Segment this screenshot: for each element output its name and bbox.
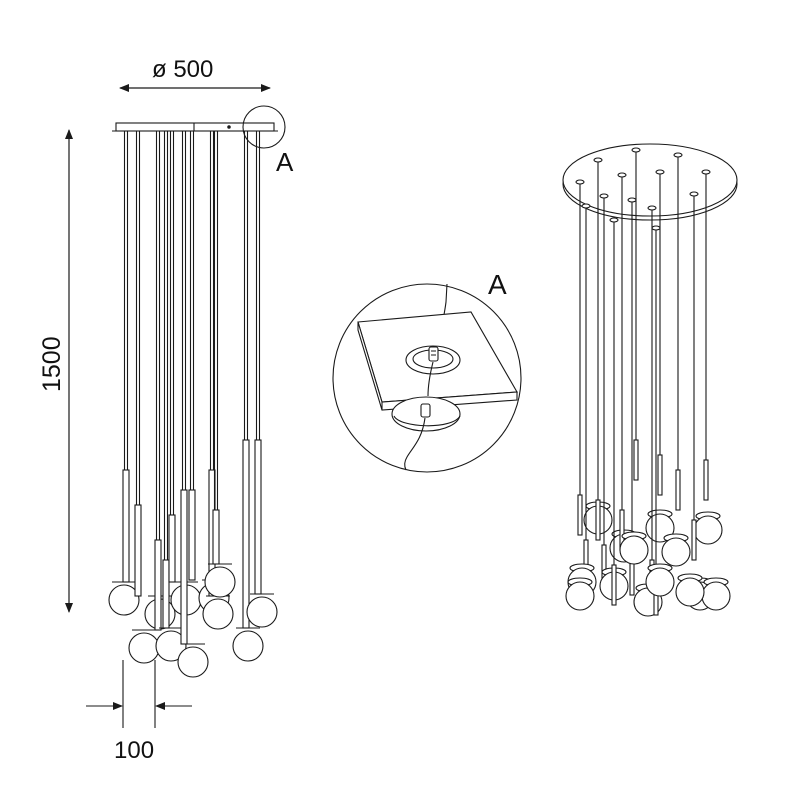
front-pendants bbox=[108, 131, 278, 678]
persp-rod bbox=[633, 439, 639, 481]
persp-globe bbox=[619, 535, 649, 565]
front-globe bbox=[246, 596, 278, 628]
persp-rod bbox=[577, 494, 583, 536]
detail-a-view bbox=[332, 283, 522, 473]
detail-title-label: A bbox=[488, 269, 507, 300]
persp-socket bbox=[647, 205, 657, 211]
spacing-dimension bbox=[86, 660, 192, 728]
persp-socket bbox=[581, 203, 591, 209]
persp-socket bbox=[701, 169, 711, 175]
front-globe bbox=[232, 630, 264, 662]
front-rod bbox=[154, 539, 162, 631]
front-globe bbox=[155, 630, 187, 662]
persp-socket bbox=[651, 225, 661, 231]
front-rod bbox=[212, 509, 220, 565]
detail-cable-bottom bbox=[404, 417, 426, 471]
front-rod bbox=[180, 489, 188, 645]
persp-socket bbox=[627, 197, 637, 203]
spacing-label: 100 bbox=[114, 737, 154, 764]
front-rod bbox=[168, 514, 176, 583]
persp-rod bbox=[595, 499, 601, 541]
persp-rod bbox=[657, 454, 663, 496]
persp-socket bbox=[631, 147, 641, 153]
height-label: 1500 bbox=[38, 336, 66, 392]
persp-socket bbox=[575, 179, 585, 185]
persp-globe bbox=[661, 537, 691, 567]
front-rod bbox=[122, 469, 130, 583]
persp-socket bbox=[609, 217, 619, 223]
canopy-screw bbox=[227, 125, 231, 129]
persp-rod bbox=[611, 564, 617, 606]
perspective-view bbox=[562, 143, 738, 617]
persp-globe bbox=[675, 577, 705, 607]
front-globe bbox=[128, 632, 160, 664]
perspective-pendants bbox=[565, 147, 731, 617]
detail-wire bbox=[427, 361, 434, 397]
detail-a-circle bbox=[242, 105, 286, 149]
front-rod bbox=[188, 489, 196, 581]
front-rod bbox=[162, 559, 170, 629]
detail-connector bbox=[428, 346, 439, 362]
persp-rod bbox=[703, 459, 709, 501]
front-globe bbox=[202, 598, 234, 630]
front-canopy bbox=[115, 122, 275, 132]
persp-socket bbox=[593, 157, 603, 163]
diameter-label: ø 500 bbox=[152, 56, 213, 83]
persp-socket bbox=[689, 191, 699, 197]
front-rod bbox=[242, 439, 250, 629]
persp-globe bbox=[645, 567, 675, 597]
persp-socket bbox=[655, 169, 665, 175]
front-rod bbox=[134, 504, 142, 597]
persp-globe bbox=[701, 581, 731, 611]
front-view bbox=[108, 105, 286, 678]
persp-socket bbox=[673, 152, 683, 158]
front-globe bbox=[204, 566, 236, 598]
detail-cable-grip bbox=[420, 403, 431, 418]
persp-rod bbox=[691, 519, 697, 561]
persp-globe bbox=[565, 581, 595, 611]
front-globe bbox=[108, 584, 140, 616]
detail-marker-label: A bbox=[276, 147, 294, 177]
front-globe bbox=[177, 646, 209, 678]
front-rod bbox=[254, 439, 262, 595]
persp-rod bbox=[675, 469, 681, 511]
persp-socket bbox=[617, 172, 627, 178]
persp-globe bbox=[693, 515, 723, 545]
persp-socket bbox=[599, 193, 609, 199]
